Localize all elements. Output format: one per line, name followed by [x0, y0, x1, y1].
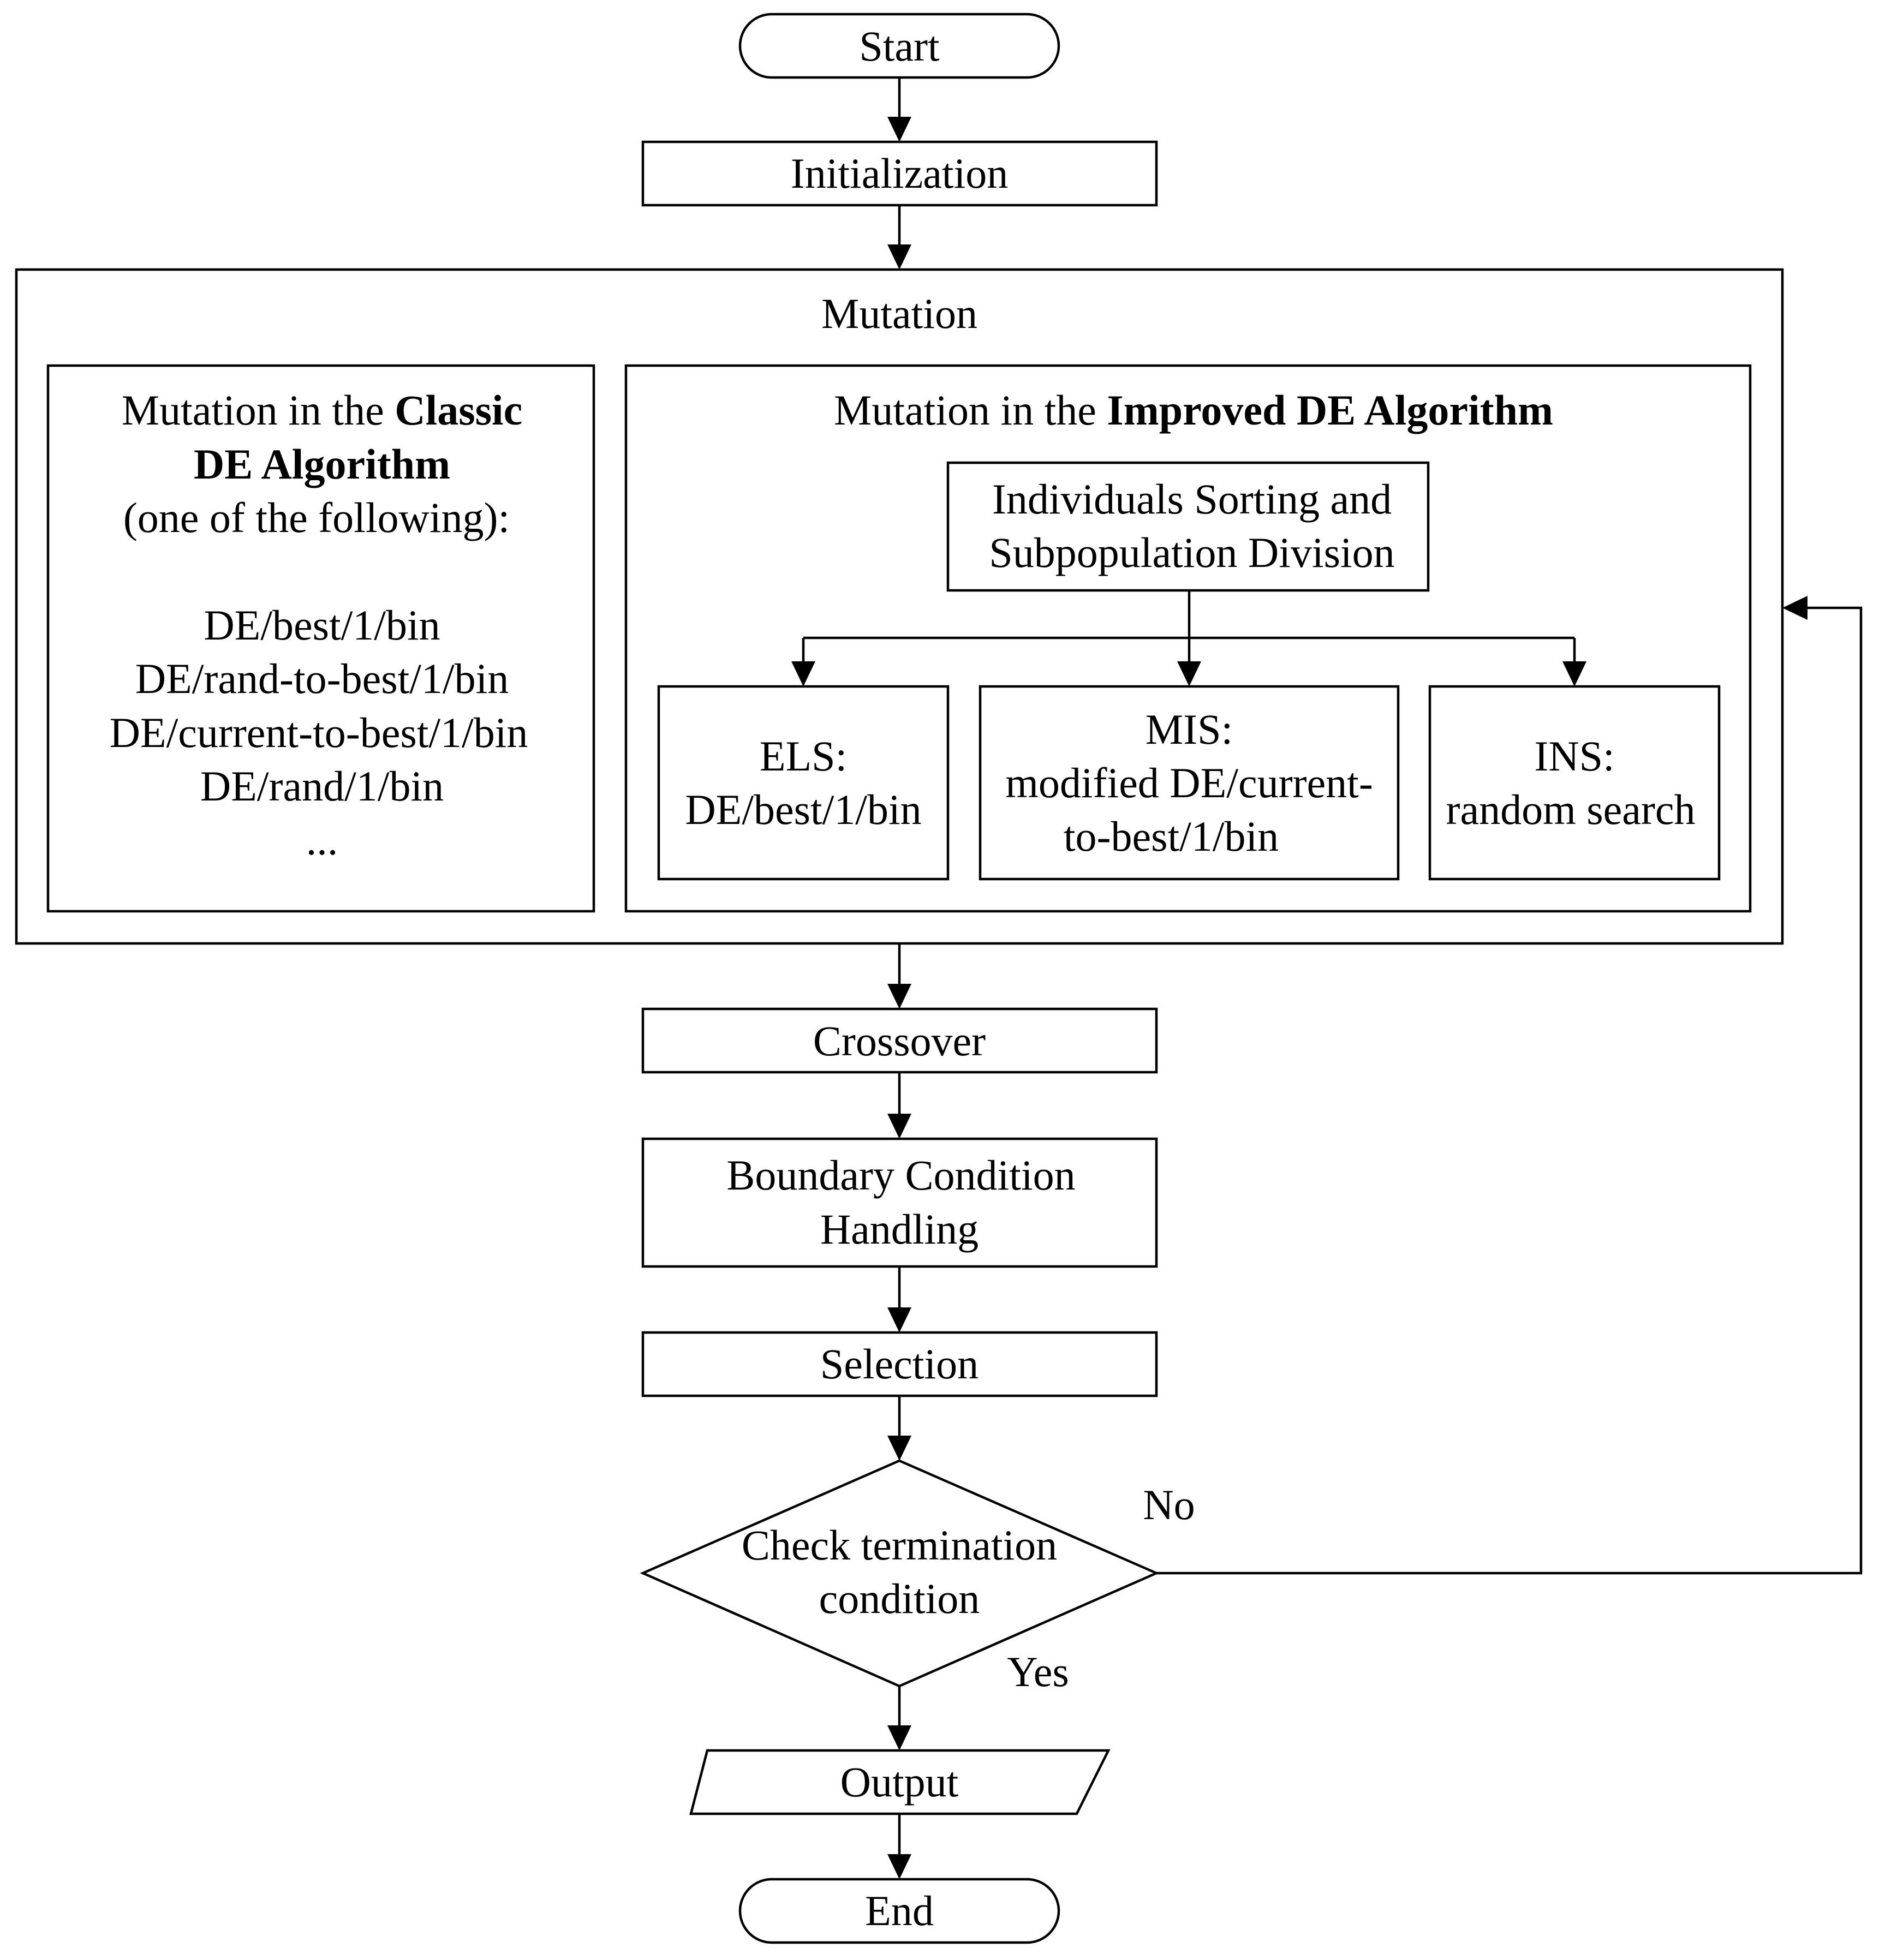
end-node: End — [738, 1878, 1060, 1944]
arrow-head — [1782, 596, 1808, 620]
classic-strategy-ellipsis: ... — [306, 816, 338, 864]
initialization-label: Initialization — [791, 150, 1009, 197]
classic-strategy: DE/best/1/bin — [204, 601, 440, 649]
start-label: Start — [859, 22, 940, 70]
els-label-line1: ELS: — [760, 732, 847, 780]
end-label: End — [865, 1887, 934, 1934]
boundary-label-line1: Boundary Condition — [726, 1151, 1075, 1199]
classic-title-line1: Mutation in the Classic — [122, 386, 522, 434]
mis-label-line1: MIS: — [1146, 706, 1233, 753]
classic-title-line2: DE Algorithm — [194, 440, 450, 488]
improved-title-prefix: Mutation in the — [834, 386, 1107, 434]
classic-title-bold: Classic — [395, 386, 522, 434]
arrow-head — [791, 661, 815, 686]
classic-title-prefix: Mutation in the — [122, 386, 395, 434]
check-termination-decision: Check termination condition — [640, 1459, 1160, 1688]
classic-de-box: Mutation in the Classic DE Algorithm (on… — [46, 364, 595, 913]
selection-node: Selection — [641, 1331, 1158, 1397]
boundary-label-line2: Handling — [820, 1205, 979, 1253]
boundary-node: Boundary Condition Handling — [641, 1137, 1158, 1268]
sorting-node: Individuals Sorting and Subpopulation Di… — [946, 461, 1430, 592]
no-label: No — [1143, 1481, 1195, 1528]
improved-title-bold: Improved DE Algorithm — [1107, 386, 1553, 434]
arrow-head — [887, 1114, 911, 1139]
sorting-branch-connector — [791, 590, 1586, 686]
start-node: Start — [738, 13, 1060, 79]
mis-label-line2: modified DE/current- — [1005, 759, 1373, 806]
ins-label-line1: INS: — [1534, 732, 1614, 780]
sorting-label-line1: Individuals Sorting and — [992, 475, 1392, 523]
mis-node: MIS: modified DE/current- to-best/1/bin — [979, 685, 1400, 881]
check-label-line1: Check termination — [742, 1521, 1057, 1569]
no-loop-arrow — [1156, 596, 1863, 1575]
check-label-line2: condition — [819, 1575, 980, 1622]
crossover-node: Crossover — [641, 1007, 1158, 1074]
arrow-head — [887, 1854, 911, 1879]
classic-strategy: DE/rand-to-best/1/bin — [135, 655, 509, 702]
els-node: ELS: DE/best/1/bin — [657, 685, 950, 881]
arrow-head — [1562, 661, 1586, 686]
arrow-head — [887, 1725, 911, 1750]
selection-label: Selection — [820, 1340, 979, 1388]
output-node: Output — [689, 1749, 1111, 1815]
arrow-head — [887, 984, 911, 1009]
sorting-label-line2: Subpopulation Division — [989, 529, 1394, 576]
classic-subtitle: (one of the following): — [123, 494, 510, 541]
flow-arrows — [887, 77, 911, 1879]
arrow-head — [887, 244, 911, 270]
crossover-label: Crossover — [813, 1017, 986, 1065]
ins-label-line2: random search — [1446, 786, 1696, 833]
arrow-head — [887, 1436, 911, 1461]
arrow-head — [887, 117, 911, 142]
classic-strategy: DE/rand/1/bin — [200, 762, 444, 810]
els-label-line2: DE/best/1/bin — [685, 786, 921, 833]
mis-label-line3: to-best/1/bin — [1064, 812, 1279, 860]
initialization-node: Initialization — [641, 140, 1158, 207]
yes-label: Yes — [1007, 1648, 1069, 1695]
arrow-head — [887, 1307, 911, 1332]
classic-strategy: DE/current-to-best/1/bin — [110, 709, 528, 756]
improved-title: Mutation in the Improved DE Algorithm — [834, 386, 1553, 434]
arrow-head — [1177, 661, 1201, 686]
ins-node: INS: random search — [1428, 685, 1721, 881]
output-label: Output — [840, 1758, 959, 1806]
mutation-title: Mutation — [821, 290, 977, 337]
